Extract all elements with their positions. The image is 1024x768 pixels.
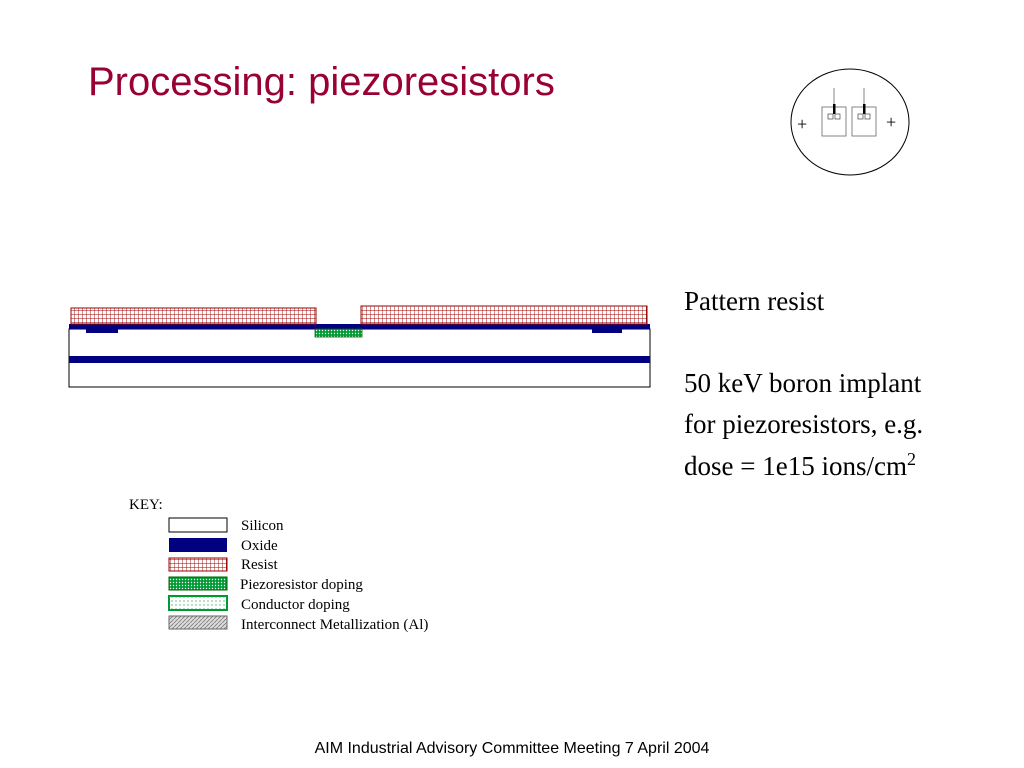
inset-contact-right-a [857,113,864,120]
step-description: Pattern resist [684,286,825,316]
slide-title: Processing: piezoresistors [88,60,555,104]
top-view-inset: + + [790,68,910,176]
key-swatches [168,517,228,630]
inset-contact-left-b [834,113,841,120]
key-swatch-piezoresistor-doping [168,576,228,591]
resist-block-left [70,307,317,325]
slide-footer: AIM Industrial Advisory Committee Meetin… [314,740,710,757]
key-label-resist: Resist [241,557,278,573]
key-label-conductor-doping: Conductor doping [241,597,350,613]
key-swatch-conductor-doping [168,595,228,611]
key-label-oxide: Oxide [241,538,278,554]
resist-block-right [360,305,648,325]
key-label-silicon: Silicon [241,518,284,534]
piezoresistor-doping-region [314,328,363,338]
key-label-piezoresistor-doping: Piezoresistor doping [240,577,363,593]
dose-line: dose = 1e15 ions/cm2 [684,449,916,482]
implant-line-1: 50 keV boron implant [684,368,922,398]
key-swatch-silicon [168,517,228,533]
inset-plus-left: + [797,114,807,134]
key-swatch-resist [168,557,228,572]
key-label-metallization: Interconnect Metallization (Al) [241,617,429,633]
inset-plus-right: + [886,112,896,132]
inset-outline [790,68,910,176]
oxide-bump-right [592,329,622,333]
key-title: KEY: [129,497,163,513]
implant-line-2: for piezoresistors, e.g. [684,409,924,439]
inset-resistor-right [863,104,866,114]
dose-text: dose = 1e15 ions/cm [684,451,907,481]
top-oxide-layer [69,324,650,329]
inset-resistor-left [833,104,836,114]
oxide-bump-left [86,329,118,333]
inset-contact-left-a [827,113,834,120]
key-swatch-oxide [169,538,227,552]
key-swatch-metallization [168,615,228,630]
cross-section-diagram [68,305,651,388]
inset-contact-right-b [864,113,871,120]
dose-exponent: 2 [906,449,916,469]
buried-oxide-layer [69,356,650,363]
